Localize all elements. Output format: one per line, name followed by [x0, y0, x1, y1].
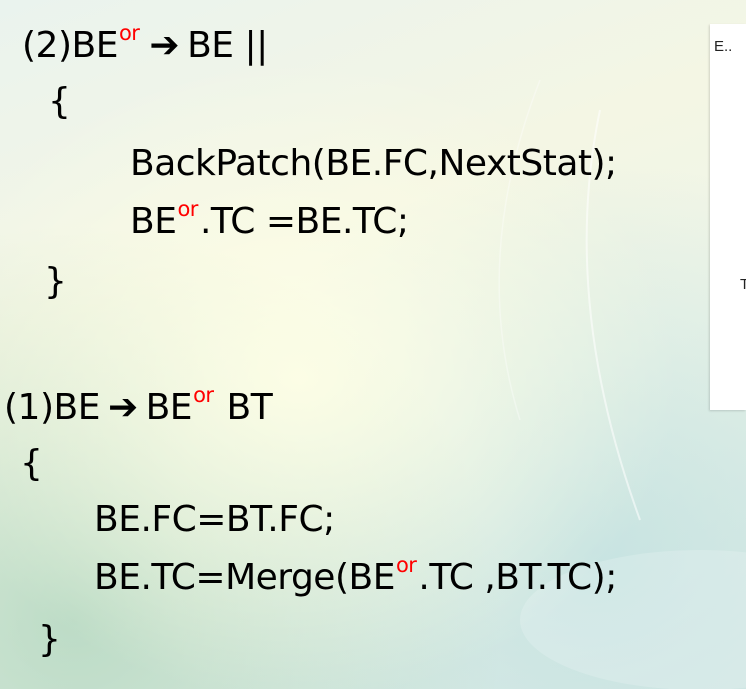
rule1-close-brace: } — [38, 619, 61, 660]
rule2-stmt2-or-superscript: or — [177, 197, 198, 221]
rule1-header: (1)BE➔BEor BT — [4, 385, 273, 428]
rule2-label: (2)BE — [22, 25, 118, 66]
rule1-stmt2-or-superscript: or — [395, 553, 417, 577]
rule1-stmt2-post: .TC ,BT.TC); — [418, 557, 617, 598]
rule2-statement-backpatch: BackPatch(BE.FC,NextStat); — [130, 143, 617, 184]
rule2-close-brace: } — [44, 261, 67, 302]
arrow-icon: ➔ — [149, 25, 180, 66]
thumbnail-text-top: E.. — [714, 38, 733, 55]
rule2-rhs: BE || — [187, 25, 268, 66]
rule2-header: (2)BEor ➔BE || — [22, 23, 268, 66]
rule2-stmt2-post: .TC =BE.TC; — [199, 201, 409, 242]
rule2-or-superscript: or — [118, 21, 140, 45]
thumbnail-text-mid: T — [740, 276, 746, 293]
rule1-stmt2-pre: BE.TC=Merge(BE — [94, 557, 395, 598]
rule1-statement-fc: BE.FC=BT.FC; — [94, 499, 335, 540]
rule1-rhs-post: BT — [215, 387, 273, 428]
rule1-or-superscript: or — [193, 383, 214, 407]
rule2-open-brace: { — [48, 81, 71, 122]
embedded-image-fragment: E.. T — [710, 24, 746, 410]
arrow-icon: ➔ — [107, 387, 138, 428]
rule1-label: (1)BE — [4, 387, 100, 428]
rule2-statement-assign: BEor.TC =BE.TC; — [130, 199, 409, 242]
rule1-statement-merge: BE.TC=Merge(BEor.TC ,BT.TC); — [94, 555, 617, 598]
rule2-stmt2-pre: BE — [130, 201, 177, 242]
rule1-rhs-pre: BE — [145, 387, 193, 428]
rule1-open-brace: { — [20, 443, 43, 484]
